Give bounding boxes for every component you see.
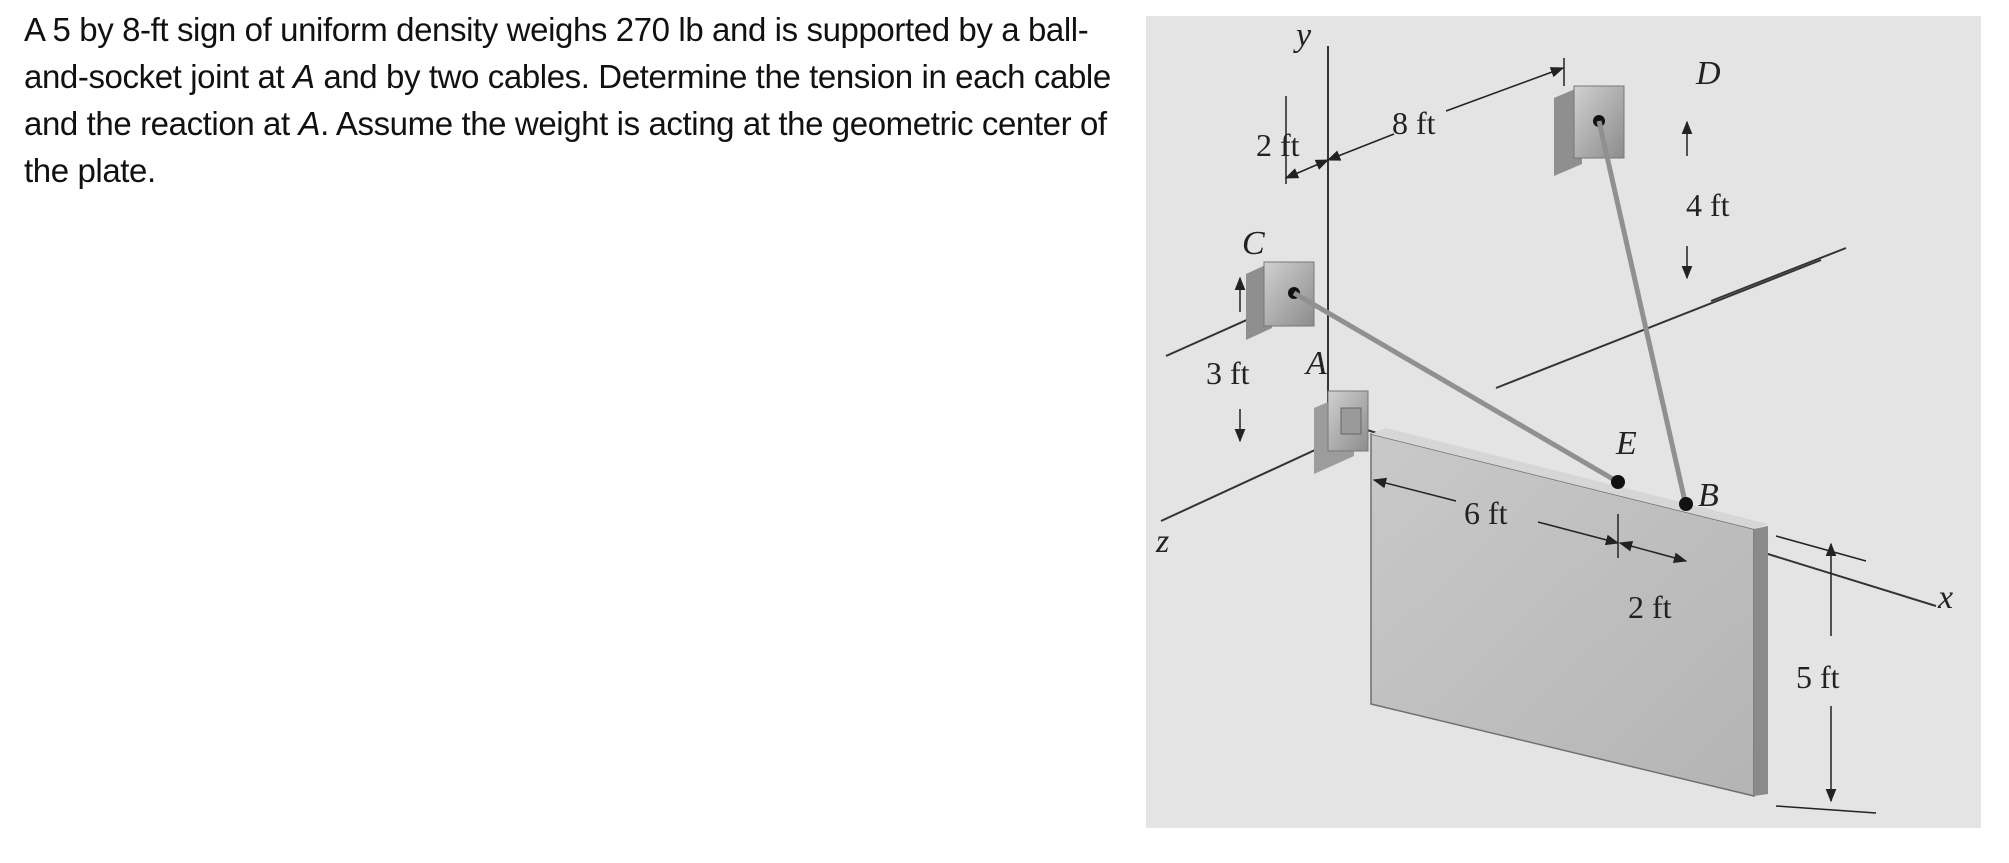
dim-5ft-ext-top bbox=[1775, 535, 1867, 562]
wall-line-d bbox=[1710, 247, 1847, 302]
sign-diagram: y z x A B C D E 2 ft 8 ft 4 ft 3 ft 6 ft… bbox=[1146, 16, 1981, 828]
axis-x-label: x bbox=[1937, 579, 1953, 616]
dim-2ft-bottom-line bbox=[1618, 540, 1688, 564]
axis-z-label: z bbox=[1155, 523, 1169, 560]
dim-8ft-label: 8 ft bbox=[1392, 105, 1436, 141]
bracket-d bbox=[1554, 85, 1625, 176]
wall-line-upper bbox=[1495, 259, 1822, 389]
problem-text-1: A 5 by 8-ft sign of uniform density weig… bbox=[24, 11, 1089, 95]
dim-8ft-left bbox=[1326, 133, 1395, 161]
dim-6ft-left bbox=[1372, 477, 1457, 502]
sign-plate bbox=[1370, 433, 1755, 797]
dim-5ft-label: 5 ft bbox=[1796, 659, 1840, 695]
bracket-c bbox=[1246, 261, 1315, 340]
dim-6ft-right bbox=[1537, 521, 1620, 546]
point-e-label: E bbox=[1615, 425, 1637, 462]
point-b bbox=[1679, 497, 1693, 511]
point-c-label: C bbox=[1242, 225, 1265, 262]
dim-2ft-bottom-label: 2 ft bbox=[1628, 589, 1672, 625]
point-d-label: D bbox=[1695, 55, 1721, 92]
point-a-label: A bbox=[1304, 345, 1327, 382]
point-e bbox=[1611, 475, 1625, 489]
bracket-a bbox=[1314, 390, 1369, 474]
point-b-label: B bbox=[1698, 477, 1719, 514]
cable-ce bbox=[1292, 290, 1620, 485]
diagram-svg: y z x A B C D E 2 ft 8 ft 4 ft 3 ft 6 ft… bbox=[1155, 17, 1953, 814]
dim-2ft-top-line bbox=[1284, 159, 1330, 179]
dim-6ft-label: 6 ft bbox=[1464, 495, 1508, 531]
dim-4ft-label: 4 ft bbox=[1686, 187, 1730, 223]
point-a-ref: A bbox=[293, 58, 315, 95]
dim-8ft-right bbox=[1445, 67, 1565, 112]
z-axis bbox=[1160, 437, 1342, 522]
sign-plate-edge bbox=[1754, 526, 1768, 796]
point-a-ref-2: A bbox=[298, 105, 321, 142]
axis-y-label: y bbox=[1293, 17, 1312, 54]
sign-plate-top bbox=[1371, 428, 1768, 529]
problem-text-2: and by two cables. Determine the tension… bbox=[24, 58, 1111, 142]
dim-2ft-top-label: 2 ft bbox=[1256, 127, 1300, 163]
dim-5ft-ext-bottom bbox=[1775, 805, 1877, 814]
problem-statement: A 5 by 8-ft sign of uniform density weig… bbox=[24, 6, 1114, 194]
dim-3ft-label: 3 ft bbox=[1206, 355, 1250, 391]
cable-db bbox=[1596, 120, 1689, 507]
problem-text-3: . Assume the weight is acting at the geo… bbox=[24, 105, 1107, 189]
